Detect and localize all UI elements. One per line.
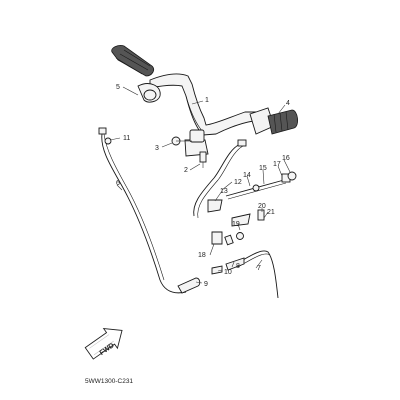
callout-4: 4	[286, 100, 290, 107]
callout-5: 5	[116, 84, 120, 91]
callout-9: 9	[204, 281, 208, 288]
leader-lines	[109, 86, 291, 284]
callout-16: 16	[282, 155, 290, 162]
callout-2: 2	[184, 167, 188, 174]
callout-14: 14	[243, 172, 251, 179]
cable-boot-9	[177, 277, 201, 294]
callout-17: 17	[273, 161, 281, 168]
throttle-grip	[249, 107, 298, 135]
small-screw	[224, 234, 234, 246]
left-grip	[111, 45, 161, 103]
cable-end-11	[104, 137, 112, 145]
callout-8: 8	[236, 263, 240, 270]
brake-cable-6	[98, 127, 187, 294]
part-8	[225, 257, 245, 271]
throttle-cable-12	[193, 139, 247, 219]
callout-13: 13	[220, 188, 228, 195]
callout-12: 12	[234, 179, 242, 186]
callout-21: 21	[267, 209, 275, 216]
callout-19: 19	[232, 221, 240, 228]
clip-18	[211, 231, 223, 245]
part-10	[211, 265, 223, 275]
fwd-arrow-icon	[84, 328, 123, 360]
callout-11: 11	[123, 135, 130, 142]
callout-3: 3	[155, 145, 159, 152]
callout-15: 15	[259, 165, 267, 172]
diagram-code: 5WW1300-C231	[85, 378, 133, 385]
callout-20: 20	[258, 203, 266, 210]
callout-7: 7	[257, 265, 261, 272]
callout-10: 10	[224, 269, 232, 276]
callout-18: 18	[198, 252, 206, 259]
bracket-19-20-21	[231, 209, 265, 240]
bracket-13	[207, 199, 223, 213]
bolt-2	[199, 151, 207, 168]
lower-cable-7	[235, 250, 279, 299]
adjuster-rod	[225, 171, 297, 200]
callout-1: 1	[205, 97, 209, 104]
callout-6: 6	[116, 180, 120, 187]
bolt-3	[171, 136, 192, 146]
